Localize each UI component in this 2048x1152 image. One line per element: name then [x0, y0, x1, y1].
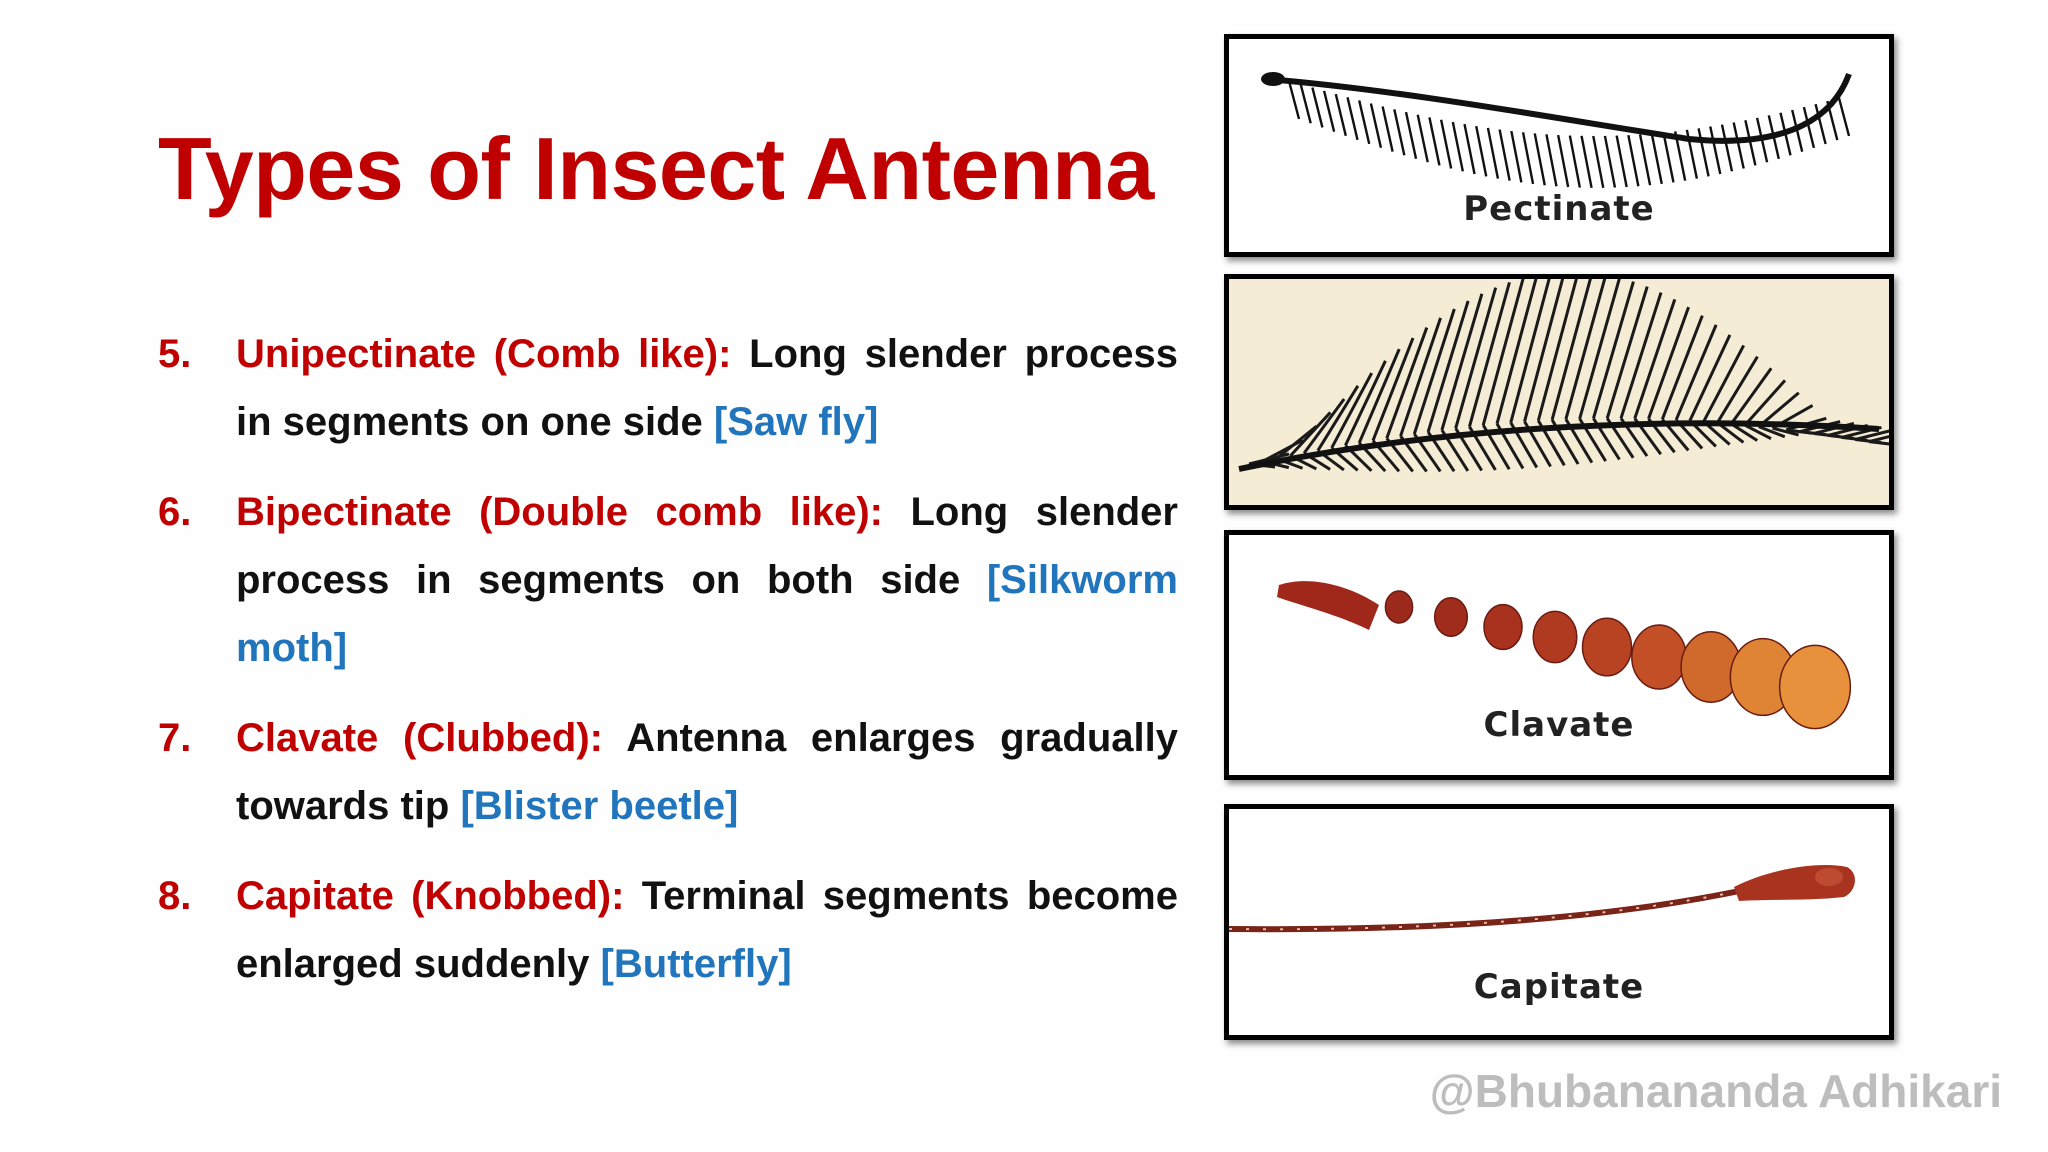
item-term: Clavate (Clubbed): — [236, 716, 603, 760]
list-item: 6. Bipectinate (Double comb like): Long … — [158, 478, 1178, 682]
list-item: 5. Unipectinate (Comb like): Long slende… — [158, 320, 1178, 456]
pectinate-antenna-icon — [1261, 72, 1852, 189]
antenna-type-list: 5. Unipectinate (Comb like): Long slende… — [158, 320, 1178, 1020]
item-description: Antenna enlarges gradually towards tip — [236, 716, 1178, 828]
figure-label: Clavate — [1483, 705, 1635, 745]
watermark: @Bhubanananda Adhikari — [1429, 1065, 2002, 1117]
item-example: [Blister beetle] — [460, 784, 739, 828]
clavate-figure: Clavate — [1224, 530, 1894, 780]
capitate-antenna-icon — [1229, 865, 1855, 933]
item-description: Long slender process in segments on both… — [236, 490, 1178, 602]
capitate-figure: Capitate — [1224, 804, 1894, 1040]
item-example: [Silkworm moth] — [236, 558, 1178, 670]
item-description: Terminal segments become enlarged sudden… — [236, 874, 1178, 986]
item-number: 7. — [158, 716, 192, 760]
item-term: Unipectinate (Comb like): — [236, 332, 732, 376]
list-item: 7. Clavate (Clubbed): Antenna enlarges g… — [158, 704, 1178, 840]
item-term: Capitate (Knobbed): — [236, 874, 625, 918]
figure-label: Pectinate — [1463, 189, 1655, 229]
pectinate-figure: Pectinate — [1224, 34, 1894, 257]
item-term: Bipectinate (Double comb like): — [236, 490, 883, 534]
item-number: 8. — [158, 874, 192, 918]
item-example: [Butterfly] — [600, 942, 792, 986]
item-example: [Saw fly] — [713, 400, 879, 444]
item-number: 5. — [158, 332, 192, 376]
clavate-antenna-icon — [1277, 581, 1852, 730]
figure-label: Capitate — [1473, 967, 1645, 1007]
list-item: 8. Capitate (Knobbed): Terminal segments… — [158, 862, 1178, 998]
slide-title: Types of Insect Antenna — [158, 119, 1154, 218]
item-description: Long slender process in segments on one … — [236, 332, 1178, 444]
bipectinate-figure — [1224, 274, 1894, 510]
bipectinate-antenna-icon — [1238, 279, 1889, 473]
item-number: 6. — [158, 490, 192, 534]
